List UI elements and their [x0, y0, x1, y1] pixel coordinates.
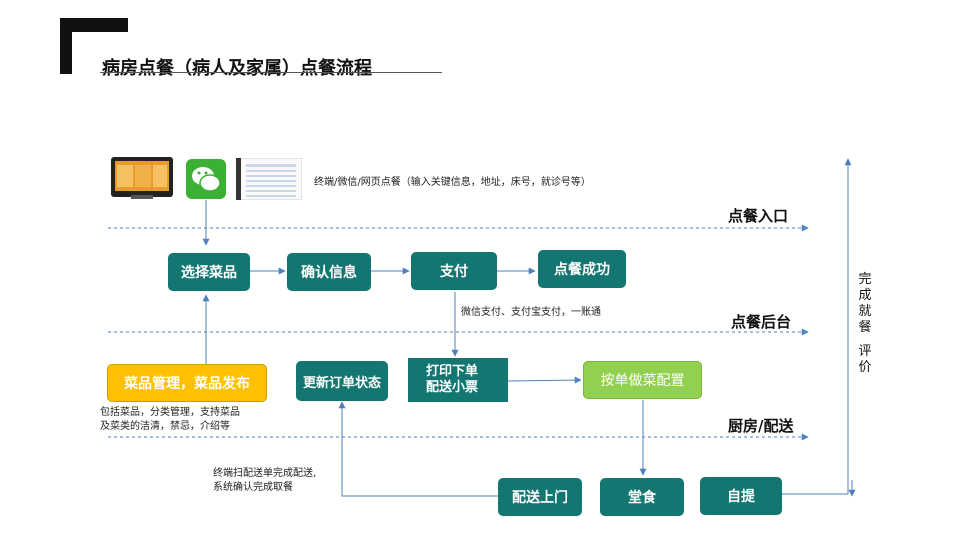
order-success-step: 点餐成功 [538, 250, 626, 288]
lane-label-backend: 点餐后台 [731, 313, 792, 331]
wechat-icon [186, 159, 226, 199]
select-dishes-step: 选择菜品 [168, 253, 250, 291]
update-order-status-step: 更新订单状态 [296, 361, 388, 401]
menu-management-step: 菜品管理，菜品发布 [107, 364, 267, 402]
pay-step: 支付 [411, 252, 497, 290]
payment-note: 微信支付、支付宝支付，一账通 [461, 307, 601, 318]
print-ticket-step: 打印下单 配送小票 [408, 358, 508, 402]
title-underline [100, 72, 442, 73]
confirm-info-step: 确认信息 [287, 253, 371, 291]
side-label-complete-meal-review: 完 成 就 餐 评 价 [857, 272, 873, 376]
side-char-2: 成 [858, 288, 872, 303]
entry-note: 终端/微信/网页点餐（输入关键信息，地址，床号，就诊号等） [314, 177, 591, 188]
arrow-print-cook [507, 376, 582, 384]
lane-label-kitchen: 厨房/配送 [728, 417, 794, 435]
print-ticket-line2: 配送小票 [426, 380, 479, 395]
scan-note-line2: 系统确认完成取餐 [213, 482, 293, 493]
side-char-4: 餐 [858, 320, 872, 335]
dine-in-step: 堂食 [600, 478, 684, 516]
menu-note-line2: 及菜类的洁清，禁忌，介绍等 [100, 421, 230, 432]
print-ticket-line1: 打印下单 [426, 364, 479, 379]
home-delivery-step: 配送上门 [498, 478, 582, 516]
menu-note-line1: 包括菜品，分类管理，支持菜品 [100, 407, 240, 418]
webpage-icon [235, 157, 303, 201]
title-bracket-icon [60, 18, 128, 74]
arrow-deliver-update [338, 401, 498, 497]
lane-label-entry: 点餐入口 [728, 207, 789, 225]
side-char-1: 完 [858, 272, 872, 287]
side-char-3: 就 [858, 304, 872, 319]
self-pickup-step: 自提 [700, 477, 782, 515]
side-char-5: 评 [858, 344, 872, 359]
tablet-icon [111, 157, 173, 199]
side-char-6: 价 [858, 360, 872, 375]
page-title: 病房点餐（病人及家属）点餐流程 [102, 58, 372, 79]
cook-by-order-step: 按单做菜配置 [583, 361, 702, 399]
scan-note-line1: 终端扫配送单完成配送, [213, 468, 317, 479]
